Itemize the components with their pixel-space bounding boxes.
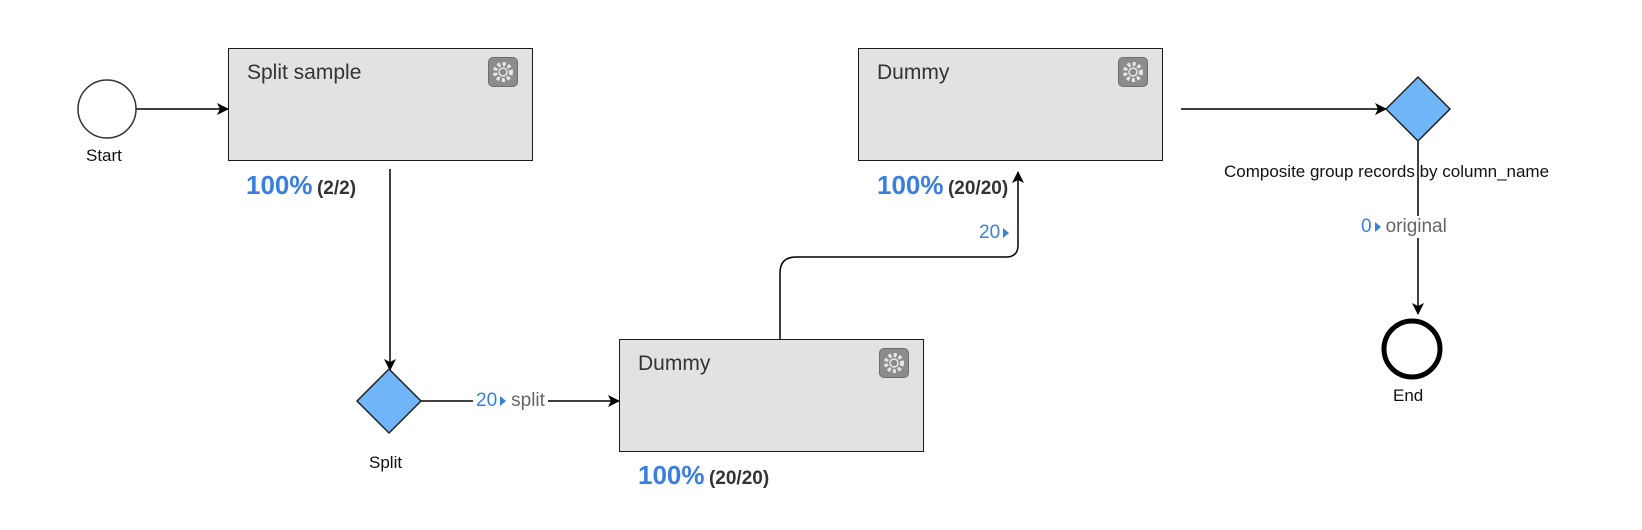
task-dummy-bottom[interactable]: Dummy (619, 339, 924, 452)
progress-percent: 100% (246, 170, 313, 200)
edge-label-original: 0 original (1358, 216, 1450, 238)
edge-count: 20 (979, 222, 1001, 243)
edge-name: original (1385, 216, 1447, 237)
task-title: Dummy (638, 352, 711, 375)
start-event[interactable] (77, 79, 137, 139)
play-icon (500, 396, 507, 406)
split-gateway-label: Split (369, 453, 403, 472)
edge-count: 20 (476, 390, 498, 411)
task-title: Dummy (877, 61, 950, 84)
edge-label-split: 20 split (473, 390, 548, 412)
task-progress: 100% (2/2) (246, 170, 356, 201)
task-title: Split sample (247, 61, 362, 84)
edge-dummy-to-dummy (779, 171, 1024, 341)
task-progress: 100% (20/20) (877, 170, 1008, 201)
start-label: Start (86, 146, 122, 165)
gear-icon[interactable] (879, 348, 909, 378)
task-progress: 100% (20/20) (638, 460, 769, 491)
progress-count: (2/2) (316, 178, 357, 199)
play-icon (1003, 228, 1010, 238)
end-label: End (1393, 386, 1424, 405)
progress-count: (20/20) (947, 178, 1009, 199)
composite-gateway-label: Composite group records by column_name (1224, 162, 1550, 181)
progress-percent: 100% (877, 170, 944, 200)
task-dummy-top[interactable]: Dummy (858, 48, 1163, 161)
gear-icon[interactable] (1118, 57, 1148, 87)
edge-name: split (511, 390, 545, 411)
edge-label-dummy-to-dummy: 20 (976, 222, 1018, 244)
composite-gateway[interactable] (1384, 75, 1452, 143)
play-icon (1374, 222, 1381, 232)
end-event[interactable] (1381, 318, 1443, 380)
split-gateway[interactable] (355, 367, 423, 435)
edge-count: 0 (1361, 216, 1372, 237)
gear-icon[interactable] (488, 57, 518, 87)
task-split-sample[interactable]: Split sample (228, 48, 533, 161)
progress-count: (20/20) (708, 468, 770, 489)
progress-percent: 100% (638, 460, 705, 490)
